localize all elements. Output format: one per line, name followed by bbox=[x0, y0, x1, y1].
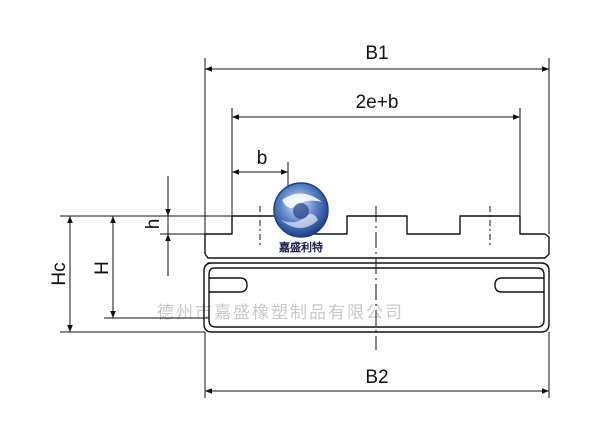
h-upper-label: H bbox=[92, 261, 113, 275]
b-label: b bbox=[257, 148, 268, 169]
brand-logo-icon bbox=[273, 182, 329, 238]
b1-label: B1 bbox=[365, 43, 388, 64]
watermark-company-text: 德州市嘉盛橡塑制品有限公司 bbox=[157, 303, 404, 323]
2e-plus-b-label: 2e+b bbox=[356, 92, 399, 113]
logo-brand-text: 嘉盛利特 bbox=[278, 240, 323, 254]
b2-label: B2 bbox=[365, 367, 388, 388]
dimension-lines bbox=[67, 66, 549, 394]
h-label: h bbox=[143, 219, 164, 230]
hc-label: Hc bbox=[49, 262, 70, 285]
center-lines bbox=[259, 206, 491, 350]
extension-lines bbox=[60, 58, 550, 398]
